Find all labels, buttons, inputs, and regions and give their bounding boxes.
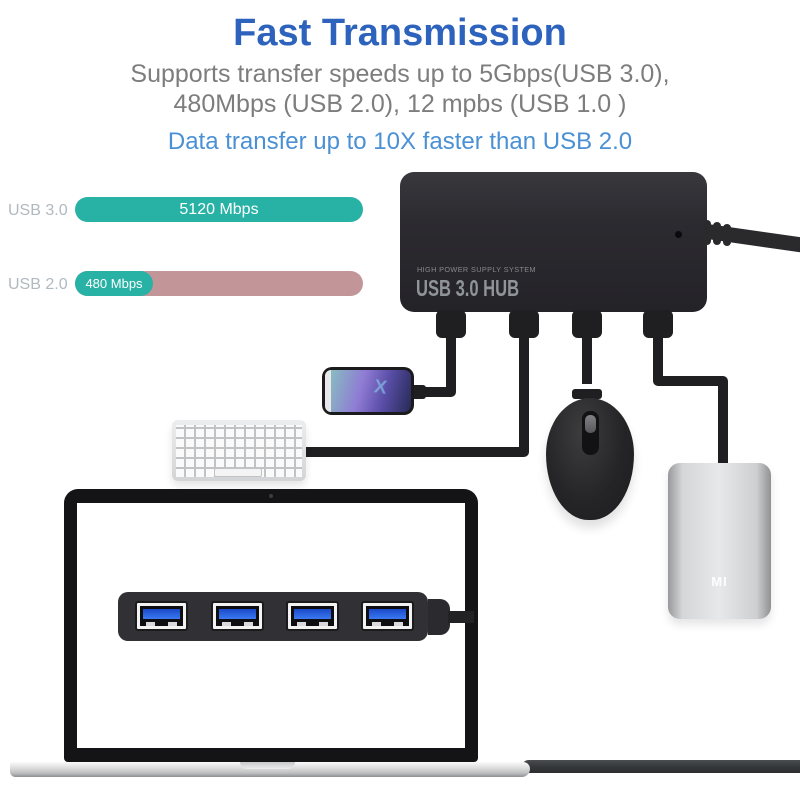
power-bank: MI bbox=[668, 463, 771, 619]
cable-strain-relief bbox=[713, 222, 721, 245]
hub-port-plug-1 bbox=[436, 310, 466, 338]
usb3-blue-tab bbox=[143, 609, 180, 619]
usb3-speed-value: 5120 Mbps bbox=[179, 200, 259, 218]
usb-hub-front-view bbox=[118, 592, 474, 641]
usb3-blue-tab bbox=[219, 609, 256, 619]
hub-tagline: HIGH POWER SUPPLY SYSTEM bbox=[417, 265, 537, 274]
mouse-wheel-slot bbox=[582, 411, 599, 455]
hub-port-plug-4 bbox=[643, 310, 673, 338]
mouse bbox=[546, 398, 634, 520]
usb-port-4 bbox=[361, 601, 414, 631]
hub-led-indicator bbox=[675, 231, 682, 238]
mouse-scroll-wheel bbox=[585, 415, 596, 433]
usb2-speed-bar: 480 Mbps bbox=[75, 271, 363, 296]
usb-port-contact bbox=[216, 606, 259, 626]
cable-strain-relief bbox=[723, 224, 731, 246]
power-bank-logo: MI bbox=[711, 574, 728, 589]
usb-port-3 bbox=[286, 601, 339, 631]
usb2-speed-pill: 480 Mbps bbox=[75, 271, 153, 296]
usb-cable-bottom bbox=[522, 760, 800, 773]
usb-port-contact bbox=[366, 606, 409, 626]
usb-port-1 bbox=[135, 601, 188, 631]
usb-hub-top-view: HIGH POWER SUPPLY SYSTEM USB 3.0 HUB bbox=[400, 172, 707, 312]
usb-port-2 bbox=[211, 601, 264, 631]
keyboard bbox=[172, 420, 306, 481]
smartphone: X bbox=[322, 367, 414, 415]
usb3-blue-tab bbox=[369, 609, 406, 619]
hub-main-cable bbox=[702, 223, 800, 253]
cable-to-powerbank bbox=[653, 332, 728, 467]
highlight-text: Data transfer up to 10X faster than USB … bbox=[167, 128, 633, 155]
cable-to-phone bbox=[420, 332, 456, 397]
hub-port-plug-2 bbox=[509, 310, 539, 338]
subtitle-line2: 480Mbps (USB 2.0), 12 mpbs (USB 1.0 ) bbox=[173, 90, 627, 118]
keyboard-spacebar bbox=[214, 468, 262, 477]
hub-front-cable bbox=[448, 611, 474, 623]
phone-screen-logo: X bbox=[372, 376, 389, 399]
laptop-base bbox=[10, 762, 530, 777]
hub-model-label: USB 3.0 HUB bbox=[416, 275, 520, 301]
usb3-blue-tab bbox=[294, 609, 331, 619]
hub-front-cable-boot bbox=[428, 599, 450, 635]
hub-port-plug-3 bbox=[572, 310, 602, 338]
usb3-label: USB 3.0 bbox=[8, 202, 68, 219]
phone-chin bbox=[325, 370, 331, 412]
webcam-icon bbox=[269, 494, 273, 498]
usb-port-contact bbox=[140, 606, 183, 626]
subtitle-line1: Supports transfer speeds up to 5Gbps(USB… bbox=[130, 60, 670, 88]
usb-port-contact bbox=[291, 606, 334, 626]
page-title: Fast Transmission bbox=[233, 12, 567, 54]
laptop-lid-notch bbox=[240, 762, 295, 769]
usb3-speed-bar: 5120 Mbps bbox=[75, 197, 363, 222]
phone-screen bbox=[325, 370, 411, 412]
usb2-label: USB 2.0 bbox=[8, 276, 68, 293]
